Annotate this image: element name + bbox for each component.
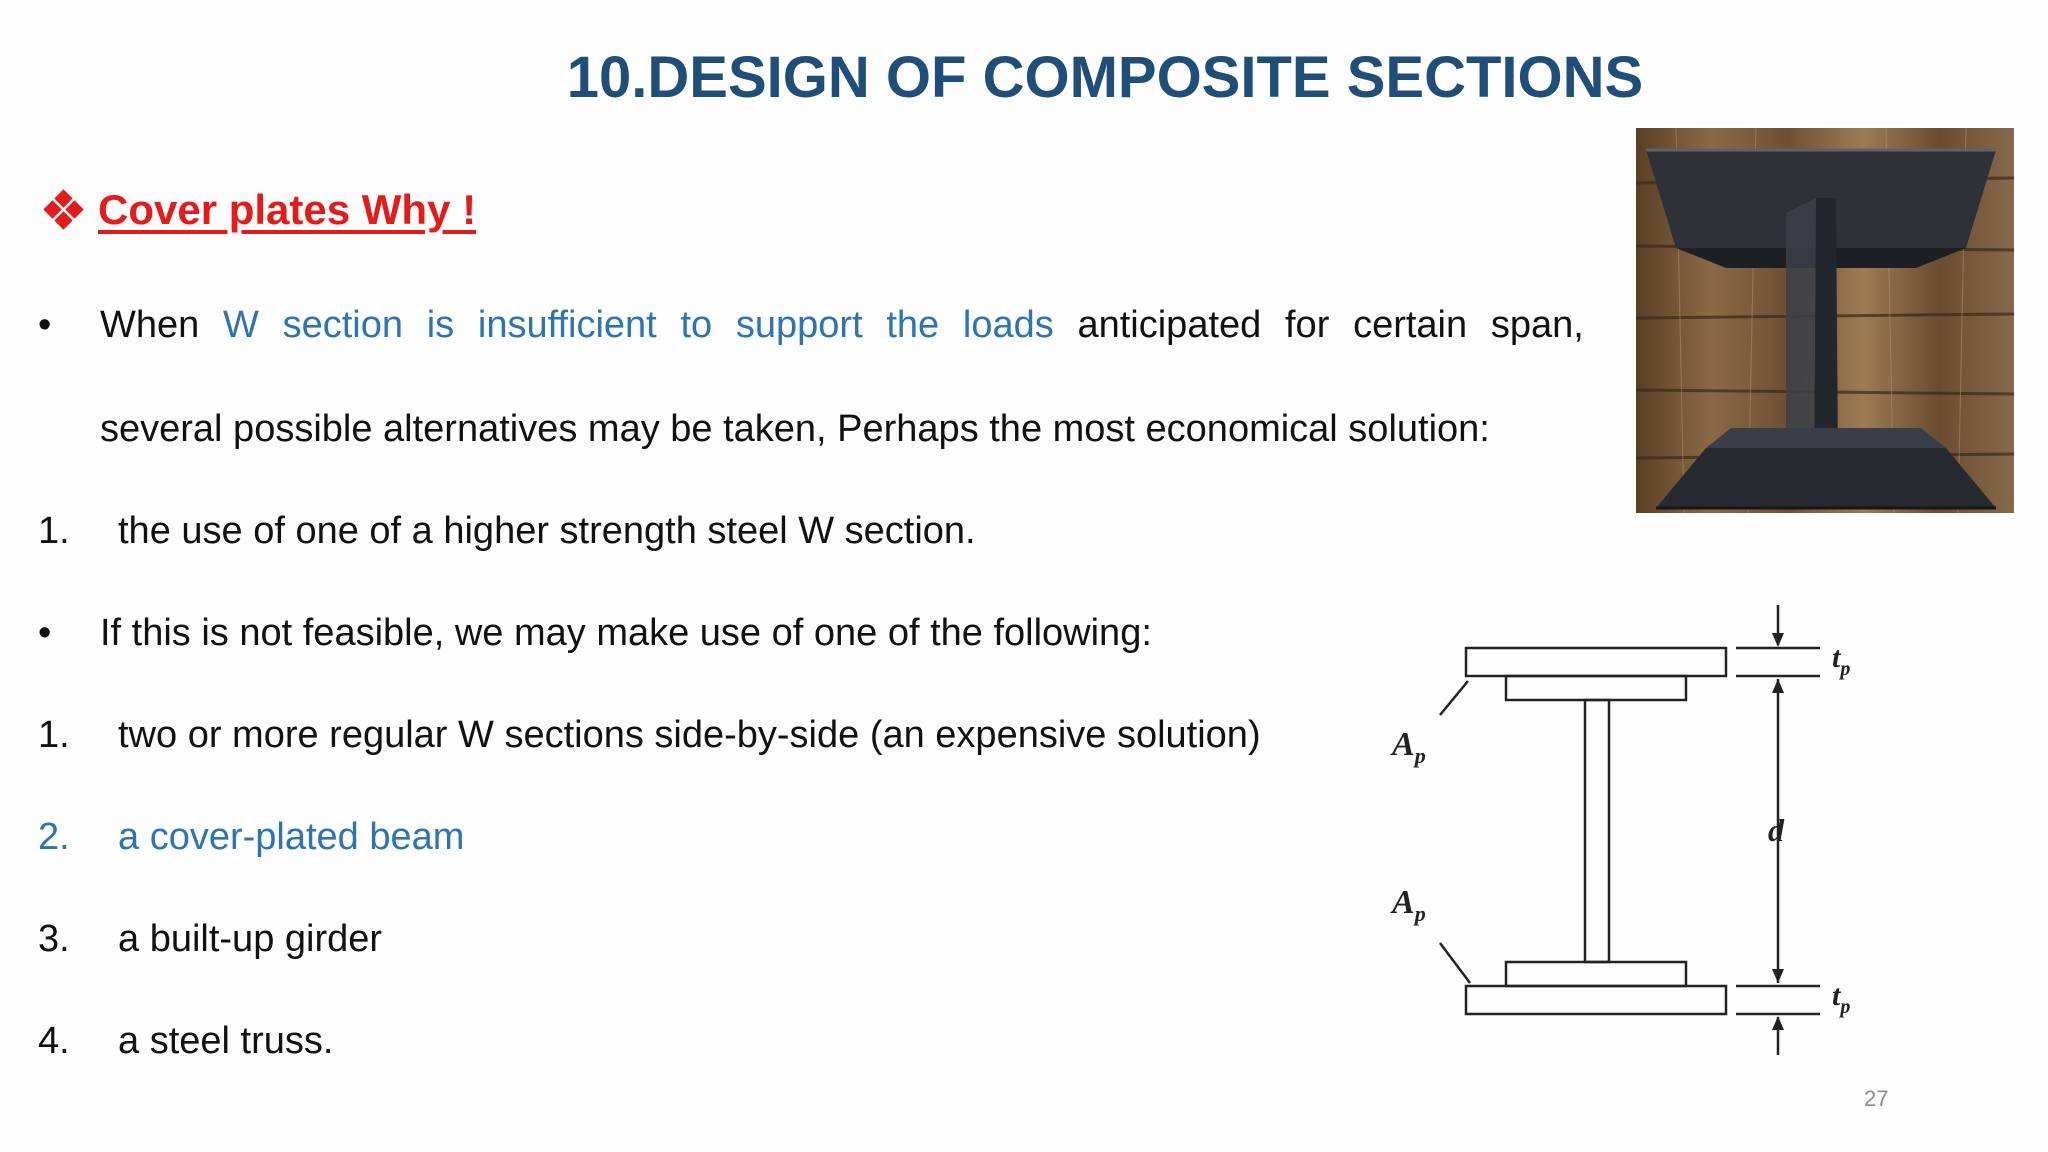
slide-title: 10.DESIGN OF COMPOSITE SECTIONS [566, 45, 1644, 110]
top-flange [1504, 674, 1688, 702]
subheading: Cover plates Why ! [43, 186, 477, 234]
bullet1-text-line2: several possible alternatives may be tak… [100, 408, 1490, 450]
word: When [100, 304, 200, 346]
bottom-cover-plate [1464, 984, 1728, 1016]
bullet2-text: If this is not feasible, we may make use… [100, 612, 1152, 654]
tp-top-label: tp [1832, 641, 1850, 680]
item-number: 2. [38, 816, 70, 858]
steel-i-beam-photo [1636, 128, 2014, 513]
item-text: a cover-plated beam [118, 816, 465, 858]
numbered-item: 1. the use of one of a higher strength s… [38, 510, 976, 553]
word: certain [1353, 304, 1468, 346]
tp-bottom-label: tp [1832, 979, 1850, 1018]
four-diamond-icon [43, 189, 84, 230]
depth-d-label: d [1768, 812, 1785, 848]
item-number: 1. [38, 510, 70, 552]
item-number: 3. [38, 918, 70, 960]
list-item: 1. two or more regular W sections side-b… [38, 714, 1261, 757]
ap-bottom-label: Ap [1390, 884, 1426, 926]
word-highlight: W [223, 304, 259, 346]
item-text: a built-up girder [118, 918, 383, 960]
page-number: 27 [1864, 1086, 1889, 1111]
item-number: 1. [38, 714, 70, 756]
word: for [1285, 304, 1330, 346]
word-highlight: section [282, 304, 403, 346]
bullet-dot-icon: • [38, 304, 52, 346]
list-item: 4. a steel truss. [38, 1020, 333, 1063]
word-highlight: support [735, 304, 863, 346]
word-highlight: the [886, 304, 940, 346]
subheading-text: Cover plates Why ! [98, 186, 477, 233]
web [1583, 698, 1611, 964]
bullet-dot-icon: • [38, 612, 52, 654]
word-highlight: loads [962, 304, 1054, 346]
item-text: two or more regular W sections side-by-s… [118, 714, 1261, 756]
bullet-item: • [38, 304, 100, 347]
cover-plated-beam-diagram: Ap Ap d tp tp [1390, 605, 1850, 1055]
ap-top-label: Ap [1390, 726, 1426, 768]
item-text: the use of one of a higher strength stee… [118, 510, 976, 552]
word: anticipated [1077, 304, 1262, 346]
list-item: 2. a cover-plated beam [38, 816, 464, 859]
word-highlight: insufficient [477, 304, 657, 346]
word-highlight: is [426, 304, 455, 346]
bottom-flange [1504, 960, 1688, 988]
word-highlight: to [680, 304, 713, 346]
top-cover-plate [1464, 646, 1728, 678]
bullet-item: • If this is not feasible, we may make u… [38, 612, 1152, 655]
item-number: 4. [38, 1020, 70, 1062]
item-text: a steel truss. [118, 1020, 334, 1062]
word: span, [1490, 304, 1584, 346]
bullet1-text-line1: When W section is insufficient to suppor… [100, 304, 1584, 347]
list-item: 3. a built-up girder [38, 918, 382, 961]
